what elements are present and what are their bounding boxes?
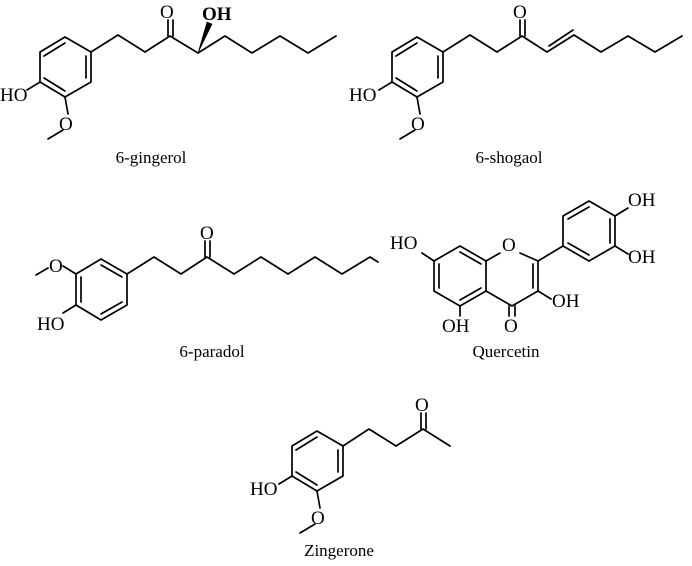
zingerone-phenol-oh: HO <box>250 479 277 500</box>
molecule-zingerone: O HO O Zingerone <box>250 395 451 560</box>
caption-quercetin: Quercetin <box>472 342 540 361</box>
paradol-benzene-ring <box>75 258 128 321</box>
quercetin-oh-3prime: OH <box>628 247 656 268</box>
caption-6-paradol: 6-paradol <box>179 342 244 361</box>
quercetin-substituents <box>421 207 629 317</box>
paradol-ketone-oxygen: O <box>200 223 214 244</box>
quercetin-carbonyl-oxygen: O <box>504 316 518 337</box>
shogaol-side-chain <box>442 19 683 53</box>
gingerol-side-chain <box>90 19 337 54</box>
shogaol-phenol-oh: HO <box>349 85 376 106</box>
gingerol-stereo-wedge <box>197 21 213 54</box>
paradol-methoxy-oxygen: O <box>49 256 63 277</box>
molecule-6-shogaol: O HO O 6-shogaol <box>349 2 683 167</box>
zingerone-benzene-ring <box>291 430 344 492</box>
quercetin-a-ring <box>433 245 487 307</box>
shogaol-benzene-ring <box>391 36 444 98</box>
zingerone-ketone-oxygen: O <box>415 395 429 416</box>
quercetin-oh-3: OH <box>552 291 580 312</box>
gingerol-methoxy-oxygen: O <box>59 114 73 135</box>
gingerol-substituents <box>26 81 69 140</box>
zingerone-methoxy-oxygen: O <box>311 508 325 529</box>
zingerone-side-chain <box>342 412 451 447</box>
caption-6-gingerol: 6-gingerol <box>116 148 187 167</box>
quercetin-ring-oxygen: O <box>502 235 516 256</box>
quercetin-c-ring <box>485 252 539 307</box>
quercetin-oh-4prime: OH <box>628 190 656 211</box>
molecule-quercetin: HO O OH OH OH OH O Quercetin <box>390 190 656 361</box>
quercetin-ho-7: HO <box>390 233 417 254</box>
caption-6-shogaol: 6-shogaol <box>475 148 542 167</box>
quercetin-oh-5: OH <box>442 316 470 337</box>
gingerol-benzene-ring <box>39 36 92 98</box>
caption-zingerone: Zingerone <box>304 541 374 560</box>
shogaol-substituents <box>378 81 421 140</box>
quercetin-b-ring <box>537 200 616 262</box>
molecule-6-gingerol: O OH HO O 6-gingerol <box>0 2 337 167</box>
paradol-side-chain <box>126 240 379 275</box>
paradol-substituents <box>35 265 77 314</box>
molecule-6-paradol: O HO O 6-paradol <box>35 223 379 361</box>
shogaol-methoxy-oxygen: O <box>411 114 425 135</box>
zingerone-substituents <box>278 475 321 534</box>
shogaol-ketone-oxygen: O <box>513 2 527 23</box>
paradol-phenol-oh: HO <box>37 314 64 335</box>
gingerol-hydroxyl-label: OH <box>202 4 232 25</box>
gingerol-phenol-oh: HO <box>0 85 27 106</box>
gingerol-ketone-oxygen: O <box>160 2 174 23</box>
